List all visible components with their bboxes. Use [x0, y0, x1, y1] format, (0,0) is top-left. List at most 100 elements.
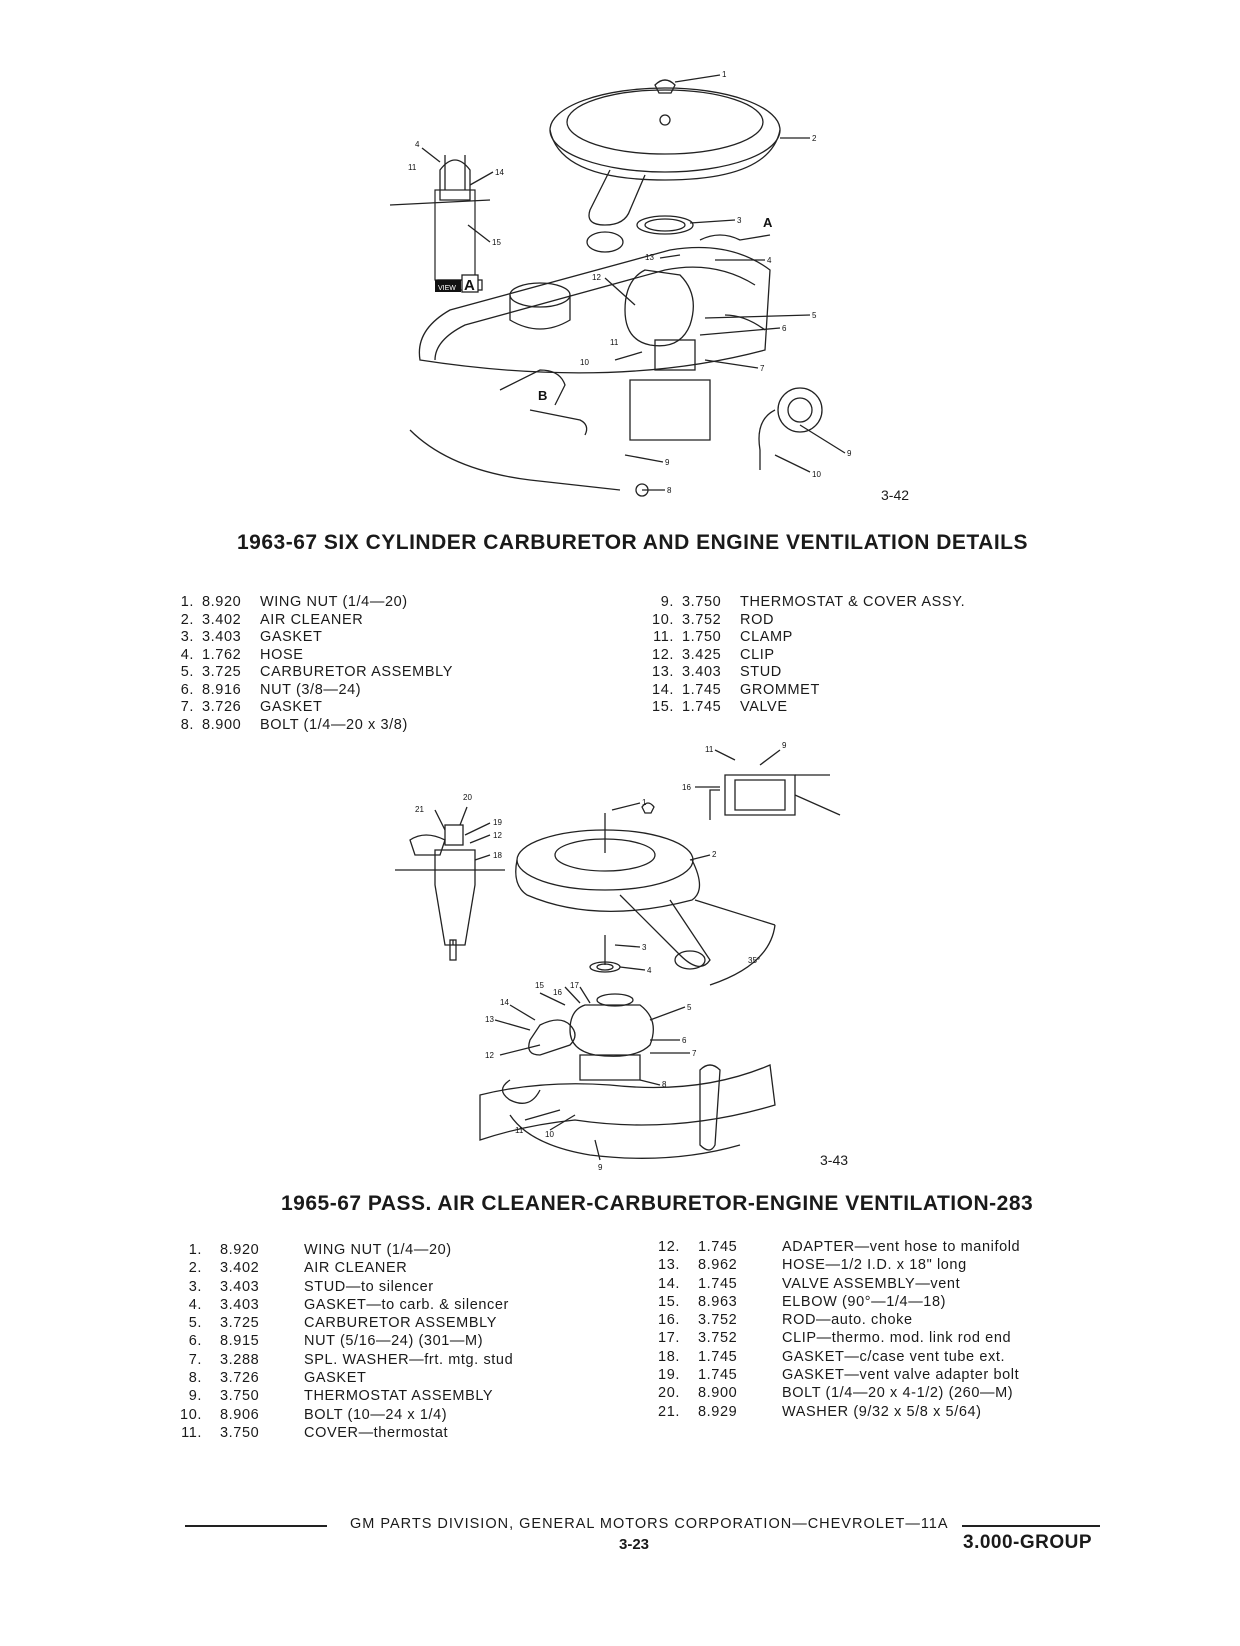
- figure-2-illustration: 11 9 16 21 20 19 12 18 35°: [390, 735, 850, 1195]
- callout-11: 11: [610, 338, 619, 347]
- footer-text: GM PARTS DIVISION, GENERAL MOTORS CORPOR…: [350, 1516, 949, 1532]
- callout-12: 12: [485, 1051, 494, 1060]
- callout-10: 10: [545, 1130, 554, 1139]
- callout-13: 13: [485, 1015, 494, 1024]
- footer-rule-left: [185, 1525, 327, 1527]
- figure-1-illustration: 4 11 14 15 VIEW A: [380, 60, 880, 510]
- callout-15-inset: 15: [492, 238, 501, 247]
- callout-1: 1: [722, 70, 727, 79]
- callout-a: A: [763, 215, 773, 230]
- callout-7: 7: [692, 1049, 697, 1058]
- callout-17: 17: [570, 981, 579, 990]
- callout-b: B: [538, 388, 547, 403]
- callout-10-detail: 10: [812, 470, 821, 479]
- callout-18: 18: [493, 851, 502, 860]
- callout-4-inset: 4: [415, 140, 420, 149]
- footer-rule-right: [962, 1525, 1100, 1527]
- callout-8: 8: [662, 1080, 667, 1089]
- callout-6: 6: [682, 1036, 687, 1045]
- callout-5: 5: [812, 311, 817, 320]
- view-a-inset: 4 11 14 15 VIEW A: [389, 140, 504, 294]
- callout-20: 20: [463, 793, 472, 802]
- callout-3: 3: [737, 216, 742, 225]
- callout-6: 6: [782, 324, 787, 333]
- callout-7: 7: [760, 364, 765, 373]
- callout-9-detail: 9: [782, 741, 787, 750]
- callout-2: 2: [712, 850, 717, 859]
- group-label: 3.000-GROUP: [963, 1532, 1093, 1553]
- callout-14: 14: [500, 998, 509, 1007]
- callout-12-inset: 12: [493, 831, 502, 840]
- callout-2: 2: [812, 134, 817, 143]
- callout-16: 16: [553, 988, 562, 997]
- callout-15: 15: [535, 981, 544, 990]
- callout-11: 11: [515, 1126, 524, 1135]
- callout-4: 4: [767, 256, 772, 265]
- callout-14-inset: 14: [495, 168, 504, 177]
- callout-13: 13: [645, 253, 654, 262]
- figure-1-title: 1963-67 SIX CYLINDER CARBURETOR AND ENGI…: [237, 531, 1028, 554]
- callout-16-detail: 16: [682, 783, 691, 792]
- callout-3: 3: [642, 943, 647, 952]
- callout-4: 4: [647, 966, 652, 975]
- view-label: VIEW: [438, 285, 456, 292]
- view-letter: A: [464, 277, 475, 294]
- callout-12: 12: [592, 273, 601, 282]
- callout-9: 9: [665, 458, 670, 467]
- callout-5: 5: [687, 1003, 692, 1012]
- page-number: 3-23: [619, 1536, 650, 1553]
- callout-1: 1: [642, 798, 647, 807]
- figure-1-number: 3-42: [881, 487, 910, 503]
- callout-19: 19: [493, 818, 502, 827]
- callout-11-inset: 11: [408, 163, 417, 172]
- callout-21: 21: [415, 805, 424, 814]
- figure-2-number: 3-43: [820, 1152, 849, 1168]
- angle-label: 35°: [748, 956, 760, 965]
- callout-9-detail: 9: [847, 449, 852, 458]
- callout-11-detail: 11: [705, 745, 714, 754]
- callout-8: 8: [667, 486, 672, 495]
- callout-10: 10: [580, 358, 589, 367]
- figure-2-title: 1965-67 PASS. AIR CLEANER-CARBURETOR-ENG…: [281, 1192, 1034, 1215]
